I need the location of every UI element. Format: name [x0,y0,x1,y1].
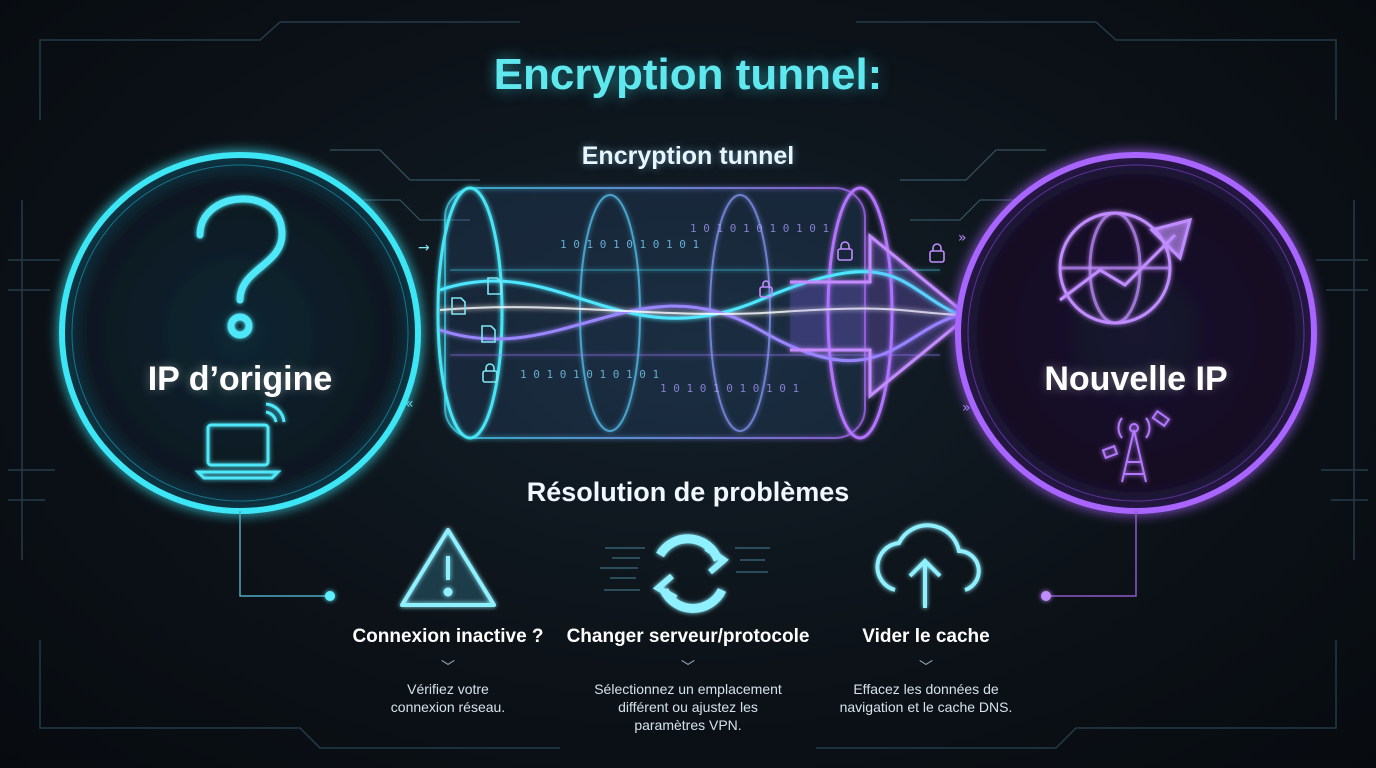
lock-icon [482,363,498,383]
tip-desc-inactive: Vérifiez votre connexion réseau. [390,681,506,715]
question-mark-icon [196,195,286,339]
encryption-tunnel-graphic [436,186,971,440]
tunnel-label: Encryption tunnel [581,142,795,170]
troubleshooting-title: Résolution de problèmes [526,477,850,507]
destination-circle [955,152,1317,514]
svg-text:1 0 1 0 1 0 1 0 1 0 1: 1 0 1 0 1 0 1 0 1 0 1 [520,368,659,381]
origin-ip-label: IP d’origine [147,360,333,398]
tip-desc-change-server: Sélectionnez un emplacement différent ou… [594,681,782,733]
warning-icon [400,528,496,607]
svg-text:1 0 1 0 1 0 1 0 1 0 1: 1 0 1 0 1 0 1 0 1 0 1 [660,382,799,395]
globe-growth-icon [1058,211,1193,325]
laptop-wifi-icon [194,402,286,480]
svg-text:»: » [962,400,971,416]
refresh-icon [652,534,729,613]
satellite-tower-icon [1101,409,1171,483]
chevron-down-icon: ﹀ [919,659,933,675]
binary-text-1: 1 0 1 0 1 0 1 0 1 0 1 [560,238,699,251]
document-icon [481,325,496,343]
chevron-down-icon: ﹀ [681,659,695,675]
lock-icon [759,280,773,298]
tip-desc-clear-cache: Effacez les données de navigation et le … [839,681,1013,715]
new-ip-label: Nouvelle IP [1044,360,1228,398]
svg-text:1 0 1 0 1 0 1 0 1 0 1: 1 0 1 0 1 0 1 0 1 0 1 [690,222,829,235]
lock-icon [929,243,945,263]
tip-title-clear-cache: Vider le cache [862,626,990,647]
arrow-right-icon: → [418,240,430,256]
svg-text:»: » [958,230,967,246]
tip-title-change-server: Changer serveur/protocole [566,626,810,647]
page-title: Encryption tunnel: [493,50,883,99]
arrow-left-icon: « [405,396,414,412]
tip-title-inactive: Connexion inactive ? [352,626,544,647]
chevron-down-icon: ﹀ [441,659,455,675]
document-icon [487,277,502,295]
cloud-upload-icon [875,523,981,608]
document-icon [451,297,466,315]
lock-icon [837,241,853,261]
